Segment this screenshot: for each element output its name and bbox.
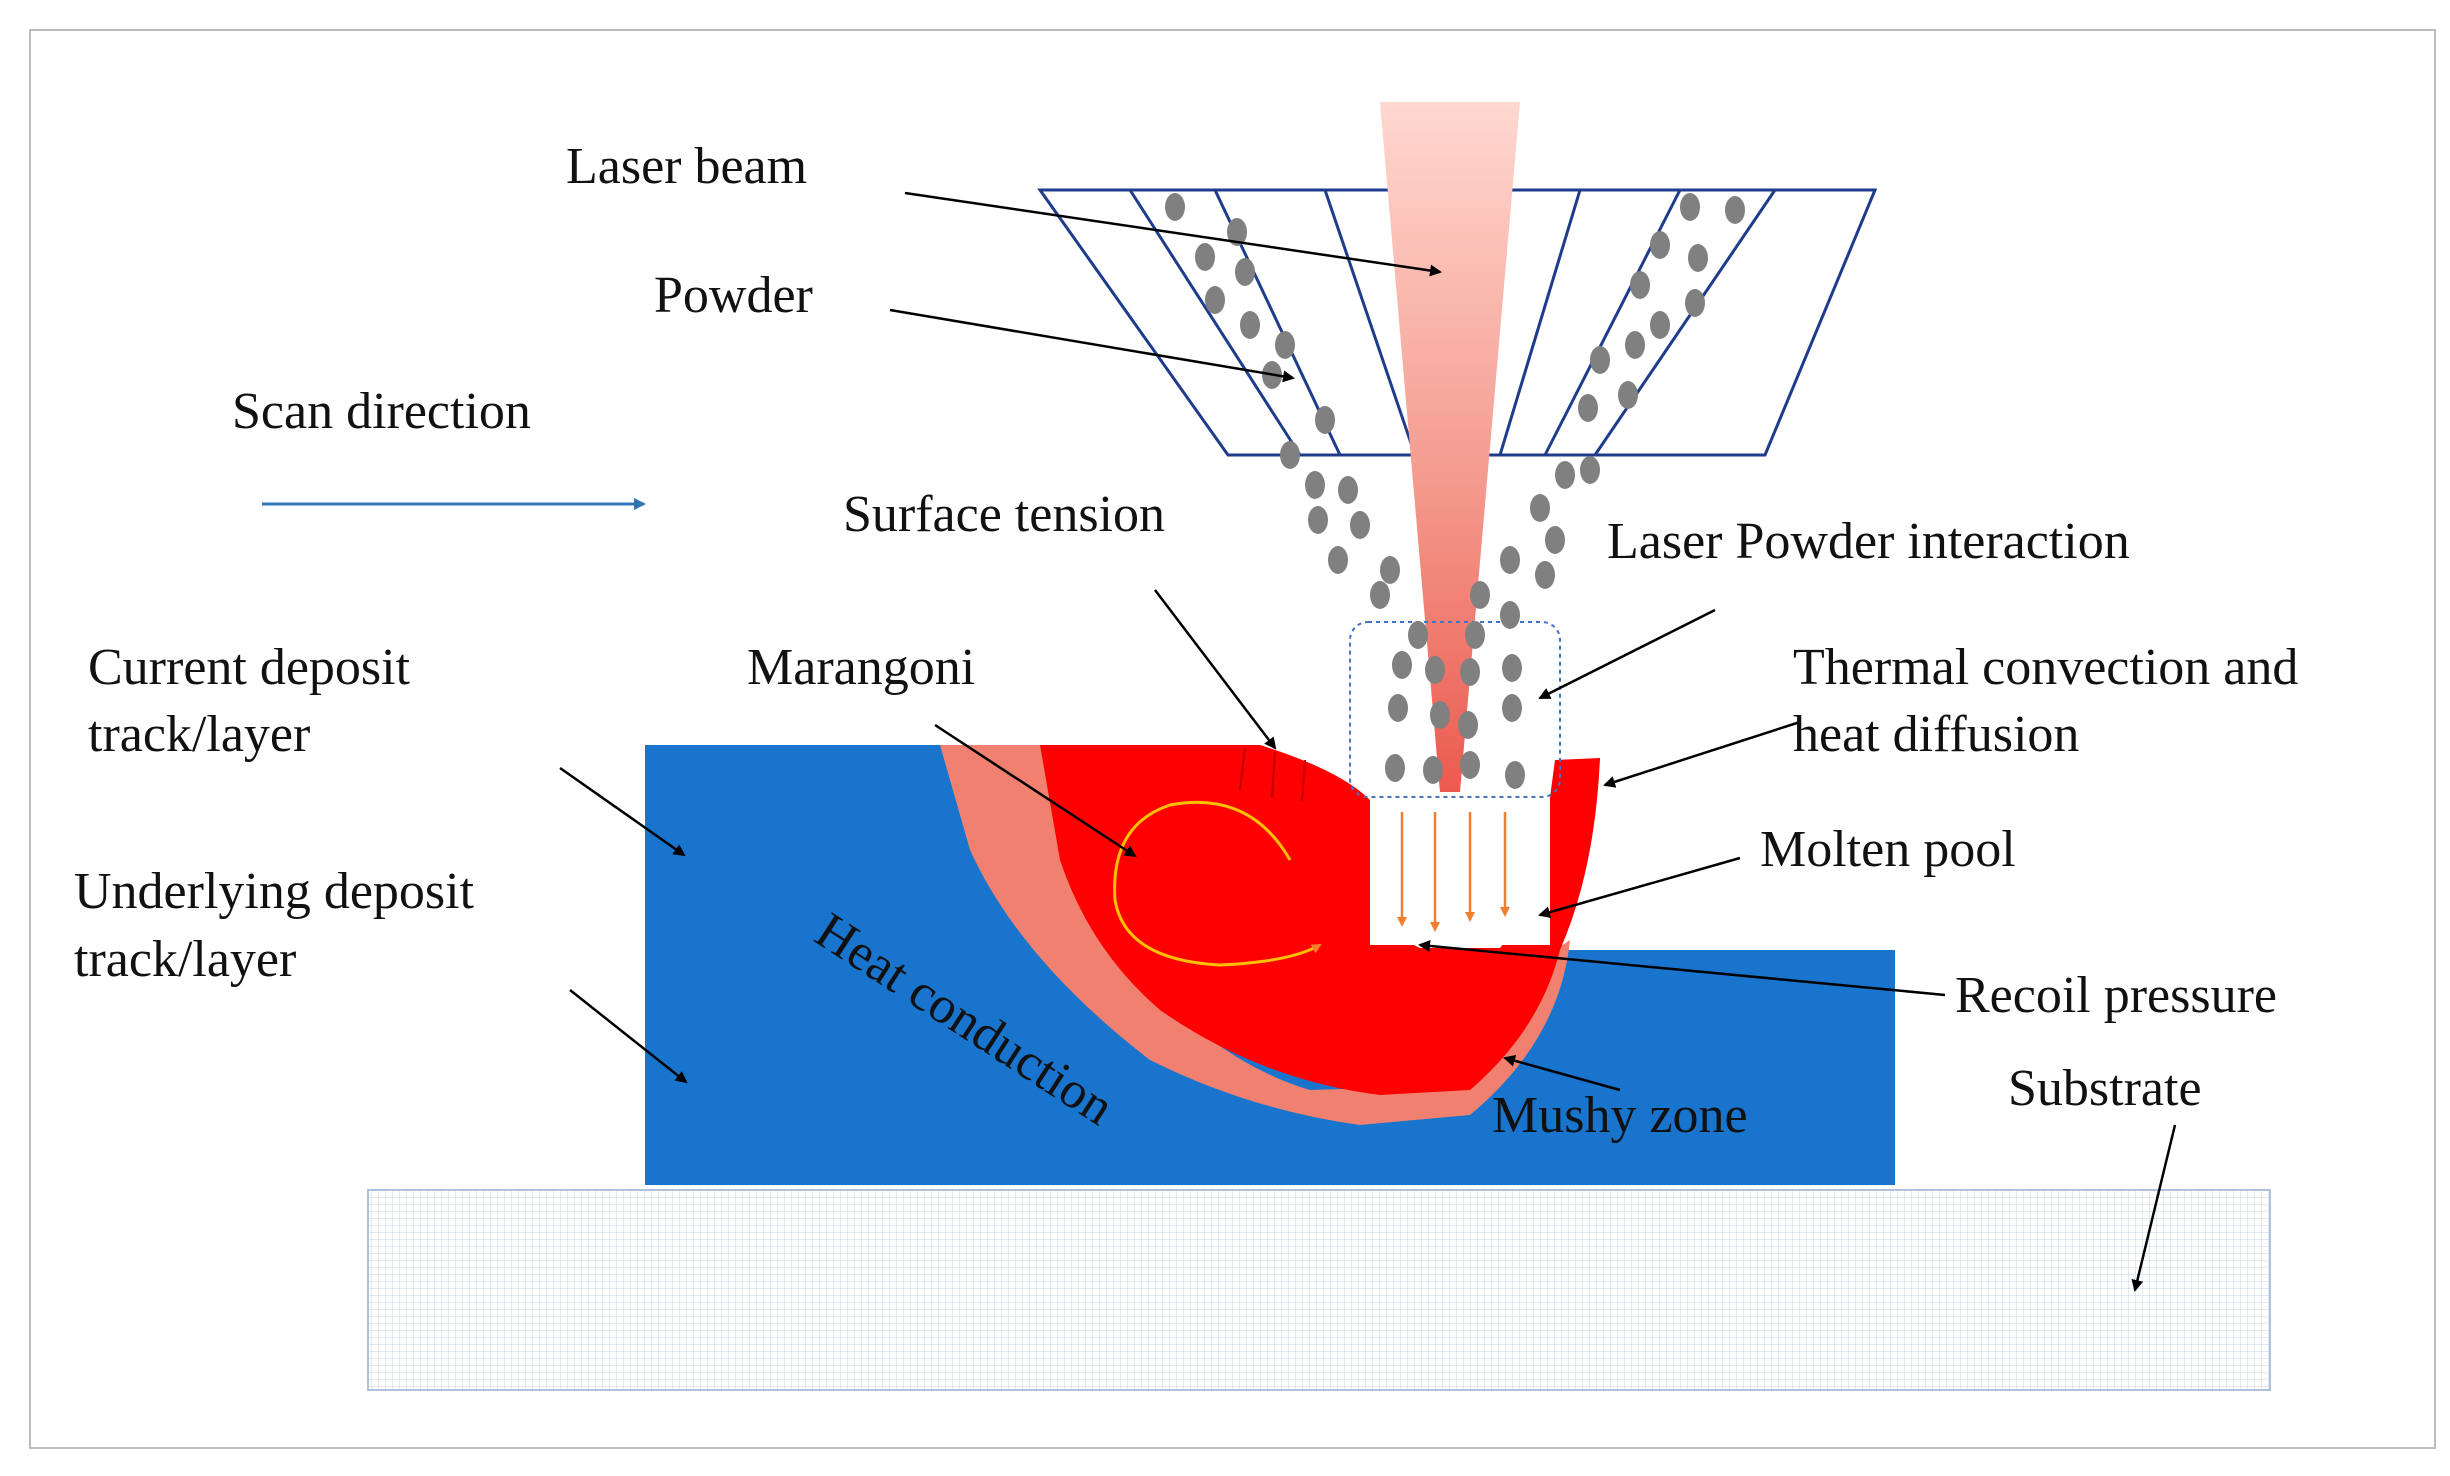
leader-arrows	[559, 191, 2177, 1292]
laser-beam-arrow	[904, 191, 1442, 277]
label-marangoni: Marangoni	[747, 639, 975, 696]
powder-arrow	[889, 308, 1295, 383]
label-mushy-zone: Mushy zone	[1492, 1087, 1748, 1144]
substrate-arrow	[2131, 1124, 2177, 1292]
label-underlying-deposit-2: track/layer	[74, 931, 296, 988]
label-underlying-deposit-1: Underlying deposit	[74, 863, 475, 920]
powder-particles	[1165, 193, 1745, 789]
molten-pool-arrow	[1538, 856, 1741, 919]
current-deposit-arrow	[559, 766, 686, 857]
interaction-gap	[1370, 790, 1550, 945]
label-powder: Powder	[654, 267, 813, 324]
label-surface-tension: Surface tension	[843, 486, 1165, 543]
molten-pool-surface-lines	[1239, 747, 1306, 803]
surface-tension-arrow	[1154, 589, 1277, 750]
recoil-pressure-arrow	[1418, 939, 1946, 997]
label-molten-pool: Molten pool	[1760, 821, 2016, 878]
label-laser-powder-interaction: Laser Powder interaction	[1607, 513, 2130, 570]
marangoni-flow-loop	[1113, 800, 1322, 967]
label-substrate: Substrate	[2008, 1060, 2202, 1117]
label-current-deposit-1: Current deposit	[88, 639, 411, 696]
mushy-zone-arrow	[1503, 1054, 1621, 1092]
laser-powder-interaction-zone	[1349, 621, 1561, 798]
laser-beam	[1380, 102, 1520, 792]
substrate-block	[367, 1189, 2271, 1391]
label-thermal-convection-1: Thermal convection and	[1793, 639, 2298, 696]
label-current-deposit-2: track/layer	[88, 706, 310, 763]
label-laser-beam: Laser beam	[566, 138, 807, 195]
marangoni-arrow	[934, 723, 1137, 858]
underlying-deposit-arrow	[569, 989, 688, 1084]
laser-powder-interaction-arrow	[1538, 608, 1716, 700]
label-thermal-convection-2: heat diffusion	[1793, 706, 2079, 763]
thermal-convection-arrow	[1603, 720, 1801, 788]
mushy-zone-region	[940, 745, 1570, 1125]
figure-frame	[29, 29, 2436, 1449]
label-scan-direction: Scan direction	[232, 383, 531, 440]
recoil-arrows	[1397, 812, 1510, 932]
molten-pool-region	[1040, 745, 1600, 1095]
label-recoil-pressure: Recoil pressure	[1955, 967, 2277, 1024]
